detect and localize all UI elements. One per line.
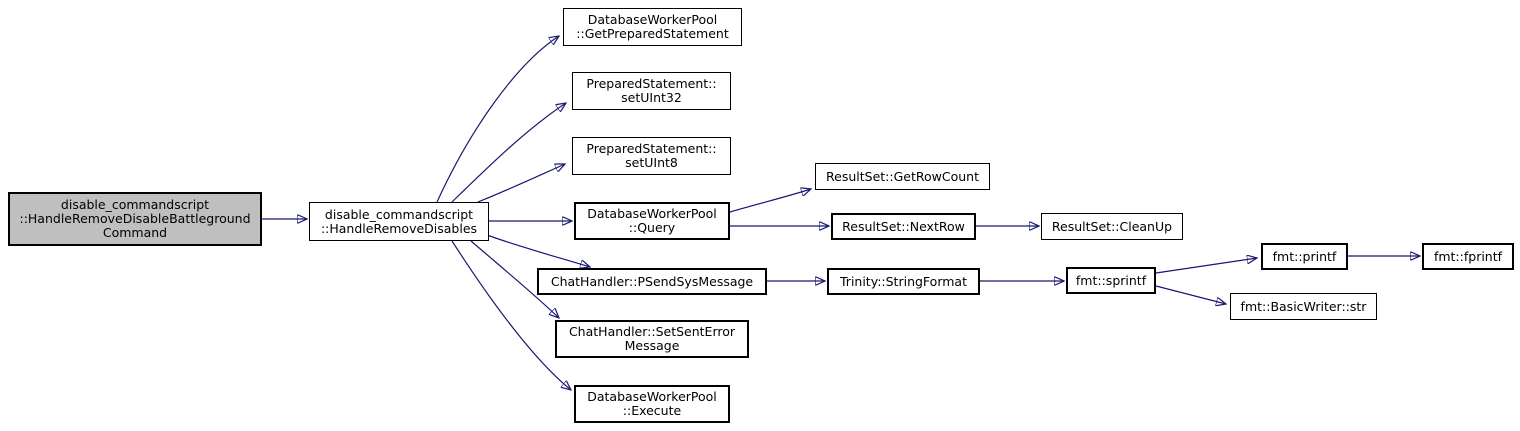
- edge-query-to-get-row-count: [729, 189, 811, 213]
- node-set-uint32[interactable]: PreparedStatement:: setUInt32: [572, 72, 731, 110]
- edge-handle-to-set-uint8: [477, 164, 565, 203]
- edge-sprintf-to-printf: [1155, 258, 1257, 274]
- edge-handle-to-set-uint32: [451, 103, 566, 203]
- node-query[interactable]: DatabaseWorkerPool ::Query: [574, 202, 730, 240]
- node-basic-writer-str[interactable]: fmt::BasicWriter::str: [1230, 293, 1377, 320]
- edge-handle-to-set-sent-error-message: [470, 240, 559, 318]
- node-get-row-count[interactable]: ResultSet::GetRowCount: [815, 163, 990, 190]
- edge-sprintf-to-basic-writer-str: [1155, 285, 1226, 304]
- node-string-format[interactable]: Trinity::StringFormat: [827, 268, 980, 295]
- node-set-sent-error-message[interactable]: ChatHandler::SetSentError Message: [555, 320, 749, 358]
- node-execute[interactable]: DatabaseWorkerPool ::Execute: [574, 385, 730, 423]
- node-next-row[interactable]: ResultSet::NextRow: [831, 213, 976, 240]
- node-sprintf[interactable]: fmt::sprintf: [1066, 267, 1156, 294]
- edge-handle-to-execute: [451, 240, 571, 390]
- edge-handle-to-get-prepared-statement: [436, 36, 559, 203]
- node-clean-up[interactable]: ResultSet::CleanUp: [1041, 213, 1183, 240]
- node-psend-sys-message[interactable]: ChatHandler::PSendSysMessage: [537, 268, 767, 295]
- node-printf[interactable]: fmt::printf: [1261, 243, 1348, 270]
- node-set-uint8[interactable]: PreparedStatement:: setUInt8: [572, 137, 731, 175]
- node-handle-remove-disables[interactable]: disable_commandscript ::HandleRemoveDisa…: [309, 202, 489, 241]
- edge-handle-to-psend-sys-message: [486, 234, 590, 267]
- node-fprintf[interactable]: fmt::fprintf: [1422, 243, 1514, 270]
- node-get-prepared-statement[interactable]: DatabaseWorkerPool ::GetPreparedStatemen…: [563, 8, 742, 46]
- node-root: disable_commandscript ::HandleRemoveDisa…: [8, 192, 262, 246]
